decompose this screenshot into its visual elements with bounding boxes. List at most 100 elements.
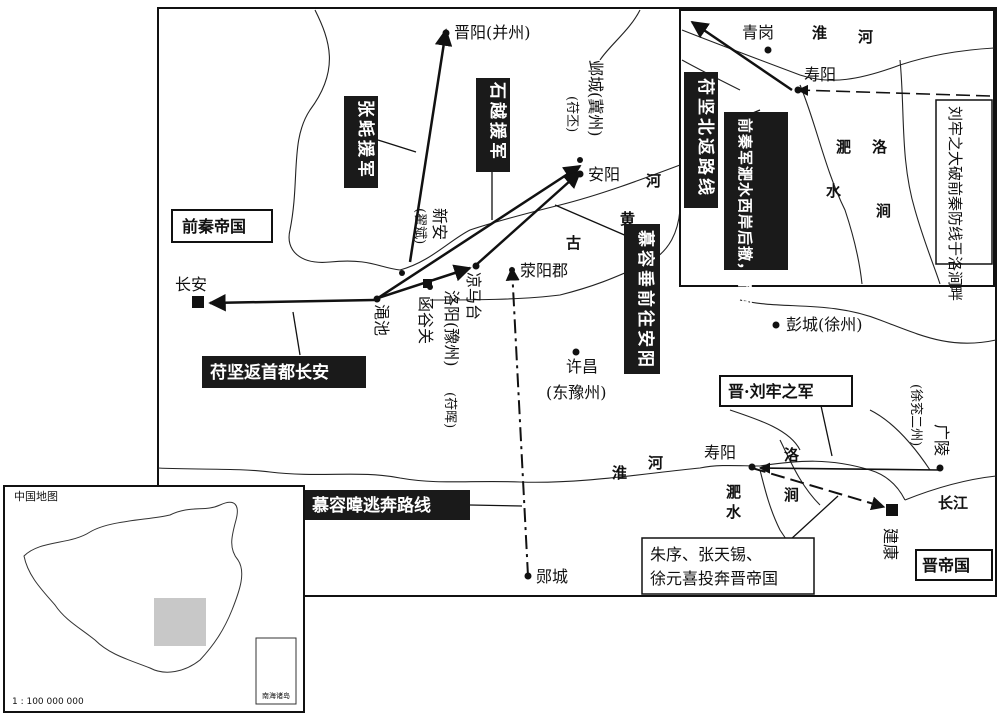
place-hanguguan: 函谷关 [416, 296, 435, 344]
box-liulaozhi-army [719, 375, 853, 407]
svg-text:刘牢之大破前秦防线于洛涧畔: 刘牢之大破前秦防线于洛涧畔 [946, 106, 964, 301]
box-defectors [641, 537, 815, 595]
box-shiyue-text: 石越援军 [487, 81, 508, 162]
box-murongchui [624, 224, 660, 374]
box-murongwei [304, 490, 470, 520]
label-huaihe-2: 河 [648, 454, 663, 472]
box-fujian-north-text: 苻坚北返路线 [695, 78, 716, 198]
svg-text:渑池: 渑池 [372, 304, 391, 336]
china-inset-title: 中国地图 [14, 490, 58, 503]
place-guangling-note: (徐兖二州) [908, 384, 923, 446]
box-liulaozhi-army-text: 晋·刘牢之军 [728, 382, 814, 401]
box-zhangmao-text: 张蚝援军 [355, 100, 376, 180]
box-murongchui-text: 慕容垂前往安阳 [635, 229, 656, 370]
svg-text:慕容垂前往安阳: 慕容垂前往安阳 [635, 229, 656, 370]
svg-text:(徐兖二州): (徐兖二州) [908, 384, 923, 446]
svg-text:洛阳(豫州): 洛阳(豫州) [442, 290, 461, 367]
box-murongwei-text: 慕容暐逃奔路线 [311, 495, 431, 516]
box-fujian-return-text: 苻坚返首都长安 [210, 362, 329, 383]
place-changan: 长安 [175, 275, 207, 294]
svg-text:张蚝援军: 张蚝援军 [355, 100, 376, 180]
box-fujian-return [202, 356, 366, 388]
box-qin-retreat-text: 前秦军淝水西岸后撤，不可遏止 [736, 118, 754, 342]
place-yecheng-note: (苻丕) [564, 96, 579, 132]
label-huanghe-1: 黄 [620, 210, 635, 228]
label-huanghe-2: 河 [646, 172, 661, 190]
inset-label-luo-2: 涧 [876, 202, 891, 220]
state-box-jin [915, 549, 993, 581]
routes [208, 20, 991, 577]
place-inset-shouyang: 寿阳 [804, 65, 836, 84]
place-xinan-note: (翟斌) [412, 208, 427, 244]
place-xinan: 新安 [430, 208, 449, 240]
place-guangling: 广陵 [932, 424, 951, 456]
box-zhangmao [344, 96, 378, 188]
box-defectors-line1: 朱序、张天锡、 [650, 545, 762, 564]
svg-text:凉马台: 凉马台 [464, 272, 483, 320]
box-qin-retreat [724, 112, 788, 270]
box-liu-victory [935, 99, 993, 265]
svg-text:邺城(冀州): 邺城(冀州) [586, 60, 605, 137]
inset-label-huai-2: 河 [858, 28, 873, 46]
city-markers [192, 29, 944, 580]
label-luojian-1: 洛 [784, 446, 800, 464]
place-anyang: 安阳 [588, 165, 620, 184]
route-fujian-return [208, 293, 375, 312]
box-shiyue [476, 78, 510, 172]
route-murongwei [505, 266, 529, 577]
svg-text:石越援军: 石越援军 [487, 81, 508, 162]
route-zhangmao [408, 28, 453, 263]
place-jinyang: 晋阳(并州) [454, 23, 531, 42]
place-shouyang: 寿阳 [704, 443, 736, 462]
place-yuncheng: 郧城 [536, 567, 568, 586]
inset-label-fei-2: 水 [826, 182, 842, 200]
label-feishui-1: 淝 [726, 483, 741, 501]
route-liulaozhi [758, 462, 941, 474]
label-luojian-2: 涧 [784, 486, 799, 504]
svg-text:广陵: 广陵 [932, 424, 951, 456]
box-fujian-north [684, 72, 718, 208]
state-box-qianqin [171, 209, 273, 243]
box-liu-victory-text: 刘牢之大破前秦防线于洛涧畔 [946, 106, 964, 301]
label-huaihe-1: 淮 [612, 464, 627, 482]
inset-label-luo-1: 洛 [872, 138, 888, 156]
svg-text:(苻晖): (苻晖) [442, 392, 457, 428]
state-label-qianqin: 前秦帝国 [182, 217, 246, 236]
china-highlight-region [154, 598, 206, 646]
place-xuchang-note: (东豫州) [546, 383, 607, 402]
svg-text:苻坚北返路线: 苻坚北返路线 [695, 78, 716, 198]
route-inset-liu [796, 84, 991, 97]
place-yecheng-vertical: 邺城(冀州) [586, 60, 605, 137]
place-liangmatai: 凉马台 [464, 272, 483, 320]
place-qinggang: 青岗 [742, 23, 774, 42]
state-label-jin: 晋帝国 [922, 556, 970, 575]
inset-label-huai-1: 淮 [812, 24, 827, 42]
label-gu: 古 [566, 234, 581, 252]
box-defectors-line2: 徐元喜投奔晋帝国 [650, 569, 778, 588]
svg-text:新安: 新安 [430, 208, 449, 240]
place-luoyang-note: (苻晖) [442, 392, 457, 428]
place-luoyang: 洛阳(豫州) [442, 290, 461, 367]
label-changjiang: 长江 [938, 494, 968, 512]
route-inset-north [690, 20, 793, 92]
svg-text:(苻丕): (苻丕) [564, 96, 579, 132]
south-sea-label: 南海诸岛 [262, 691, 290, 700]
inset-label-fei-1: 淝 [836, 138, 851, 156]
place-xuchang: 许昌 [566, 357, 598, 376]
label-feishui-2: 水 [726, 503, 742, 521]
south-sea-box [255, 637, 297, 705]
china-outline [23, 501, 243, 673]
svg-text:建康: 建康 [881, 528, 900, 560]
terrain-lines [157, 9, 997, 576]
route-shiyue [377, 164, 582, 300]
svg-text:(翟斌): (翟斌) [412, 208, 427, 244]
place-pengcheng: 彭城(徐州) [786, 315, 863, 334]
route-defectors [751, 467, 886, 511]
route-murongchui [475, 170, 582, 266]
svg-text:函谷关: 函谷关 [416, 296, 435, 344]
place-xingyangjun: 荥阳郡 [520, 261, 568, 280]
svg-text:前秦军淝水西岸后撤，不可遏止: 前秦军淝水西岸后撤，不可遏止 [736, 118, 754, 342]
china-inset-scale: 1 : 100 000 000 [12, 697, 84, 707]
place-jiankang: 建康 [881, 528, 900, 560]
